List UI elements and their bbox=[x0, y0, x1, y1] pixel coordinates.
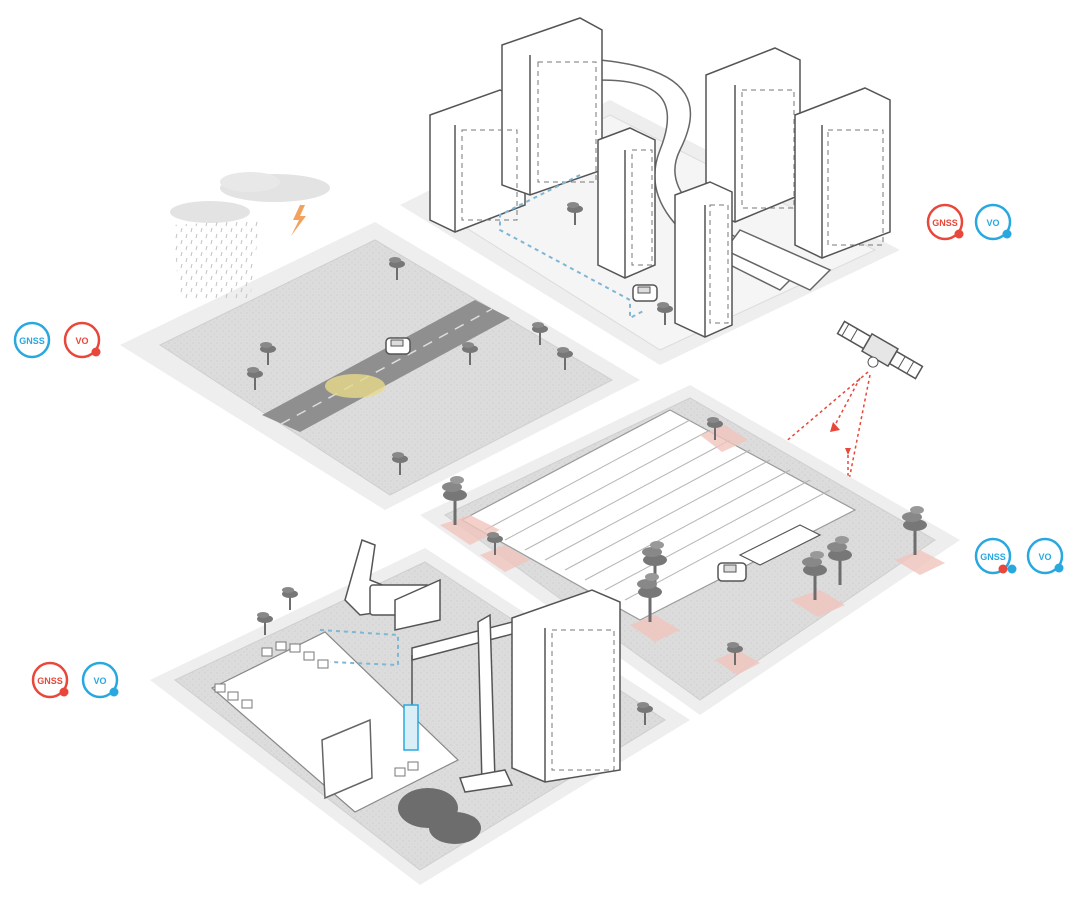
construction-tile bbox=[150, 539, 690, 885]
degraded-indicator-icon bbox=[954, 229, 964, 239]
svg-text:VO: VO bbox=[93, 676, 106, 686]
gnss-status-badge: GNSS bbox=[926, 203, 964, 241]
headlight-glow bbox=[325, 374, 385, 398]
badge-group-construction-site: GNSS VO bbox=[31, 661, 119, 699]
vo-status-badge: VO bbox=[974, 203, 1012, 241]
excavator-icon bbox=[344, 539, 441, 631]
tractor-icon bbox=[717, 562, 747, 582]
vo-status-badge: VO bbox=[1026, 537, 1064, 575]
car-icon bbox=[385, 337, 411, 355]
gnss-status-badge: GNSS bbox=[13, 321, 51, 359]
svg-text:VO: VO bbox=[1038, 552, 1051, 562]
badge-group-rural-road: GNSS VO bbox=[13, 321, 101, 359]
ok-indicator-icon bbox=[1002, 229, 1012, 239]
ok-indicator-icon bbox=[1007, 564, 1017, 574]
orchard-tile bbox=[420, 385, 960, 715]
construction-building bbox=[511, 589, 621, 783]
car-icon bbox=[632, 284, 658, 302]
storm-cloud-icon bbox=[170, 172, 330, 300]
degraded-indicator-icon bbox=[998, 564, 1008, 574]
gnss-status-badge: GNSS bbox=[974, 537, 1017, 575]
implement bbox=[738, 524, 822, 566]
urban-tile bbox=[400, 17, 900, 365]
svg-text:VO: VO bbox=[75, 336, 88, 346]
container bbox=[321, 718, 373, 800]
degraded-indicator-icon bbox=[59, 687, 69, 697]
road bbox=[262, 300, 510, 432]
ok-indicator-icon bbox=[109, 687, 119, 697]
vo-path bbox=[499, 174, 646, 320]
badge-group-urban-canyon: GNSS VO bbox=[926, 203, 1012, 241]
gnss-status-badge: GNSS bbox=[31, 661, 69, 699]
vo-status-badge: VO bbox=[81, 661, 119, 699]
svg-text:VO: VO bbox=[986, 218, 999, 228]
vo-status-badge: VO bbox=[63, 321, 101, 359]
badge-group-orchard: GNSS VO bbox=[974, 537, 1064, 575]
satellite-icon bbox=[836, 320, 924, 380]
lightning-icon bbox=[291, 205, 306, 236]
svg-text:GNSS: GNSS bbox=[37, 676, 63, 686]
degraded-indicator-icon bbox=[91, 347, 101, 357]
svg-text:GNSS: GNSS bbox=[980, 552, 1006, 562]
svg-text:GNSS: GNSS bbox=[932, 218, 958, 228]
ok-indicator-icon bbox=[1054, 563, 1064, 573]
svg-text:GNSS: GNSS bbox=[19, 336, 45, 346]
crane-icon bbox=[403, 613, 521, 793]
